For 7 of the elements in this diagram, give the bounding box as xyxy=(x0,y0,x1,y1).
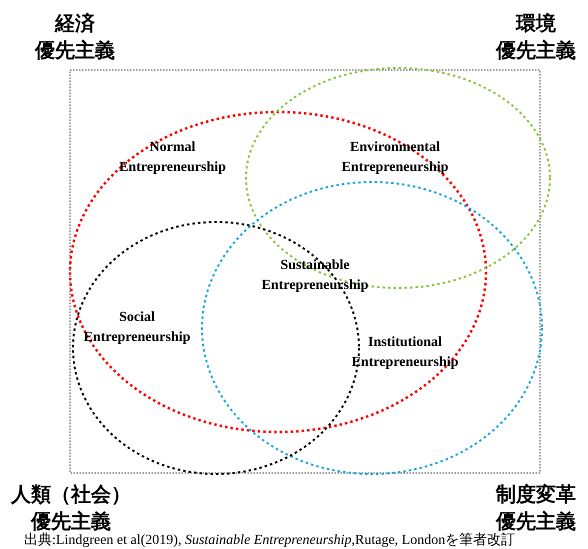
corner-label: 経済優先主義 xyxy=(34,10,116,64)
region-label: Normal Entrepreneurship xyxy=(118,139,227,177)
source-caption: 出典:Lindgreen et al(2019), Sustainable Entrepreneurship,Rutage, Londonを筆者改訂 xyxy=(24,532,516,549)
corner-label: 環境優先主義 xyxy=(494,10,577,64)
region-label: Social Entrepreneurship xyxy=(82,309,192,347)
corner-label: 人類（社会）優先主義 xyxy=(10,481,132,533)
corner-label: 制度変革優先主義 xyxy=(494,481,577,533)
